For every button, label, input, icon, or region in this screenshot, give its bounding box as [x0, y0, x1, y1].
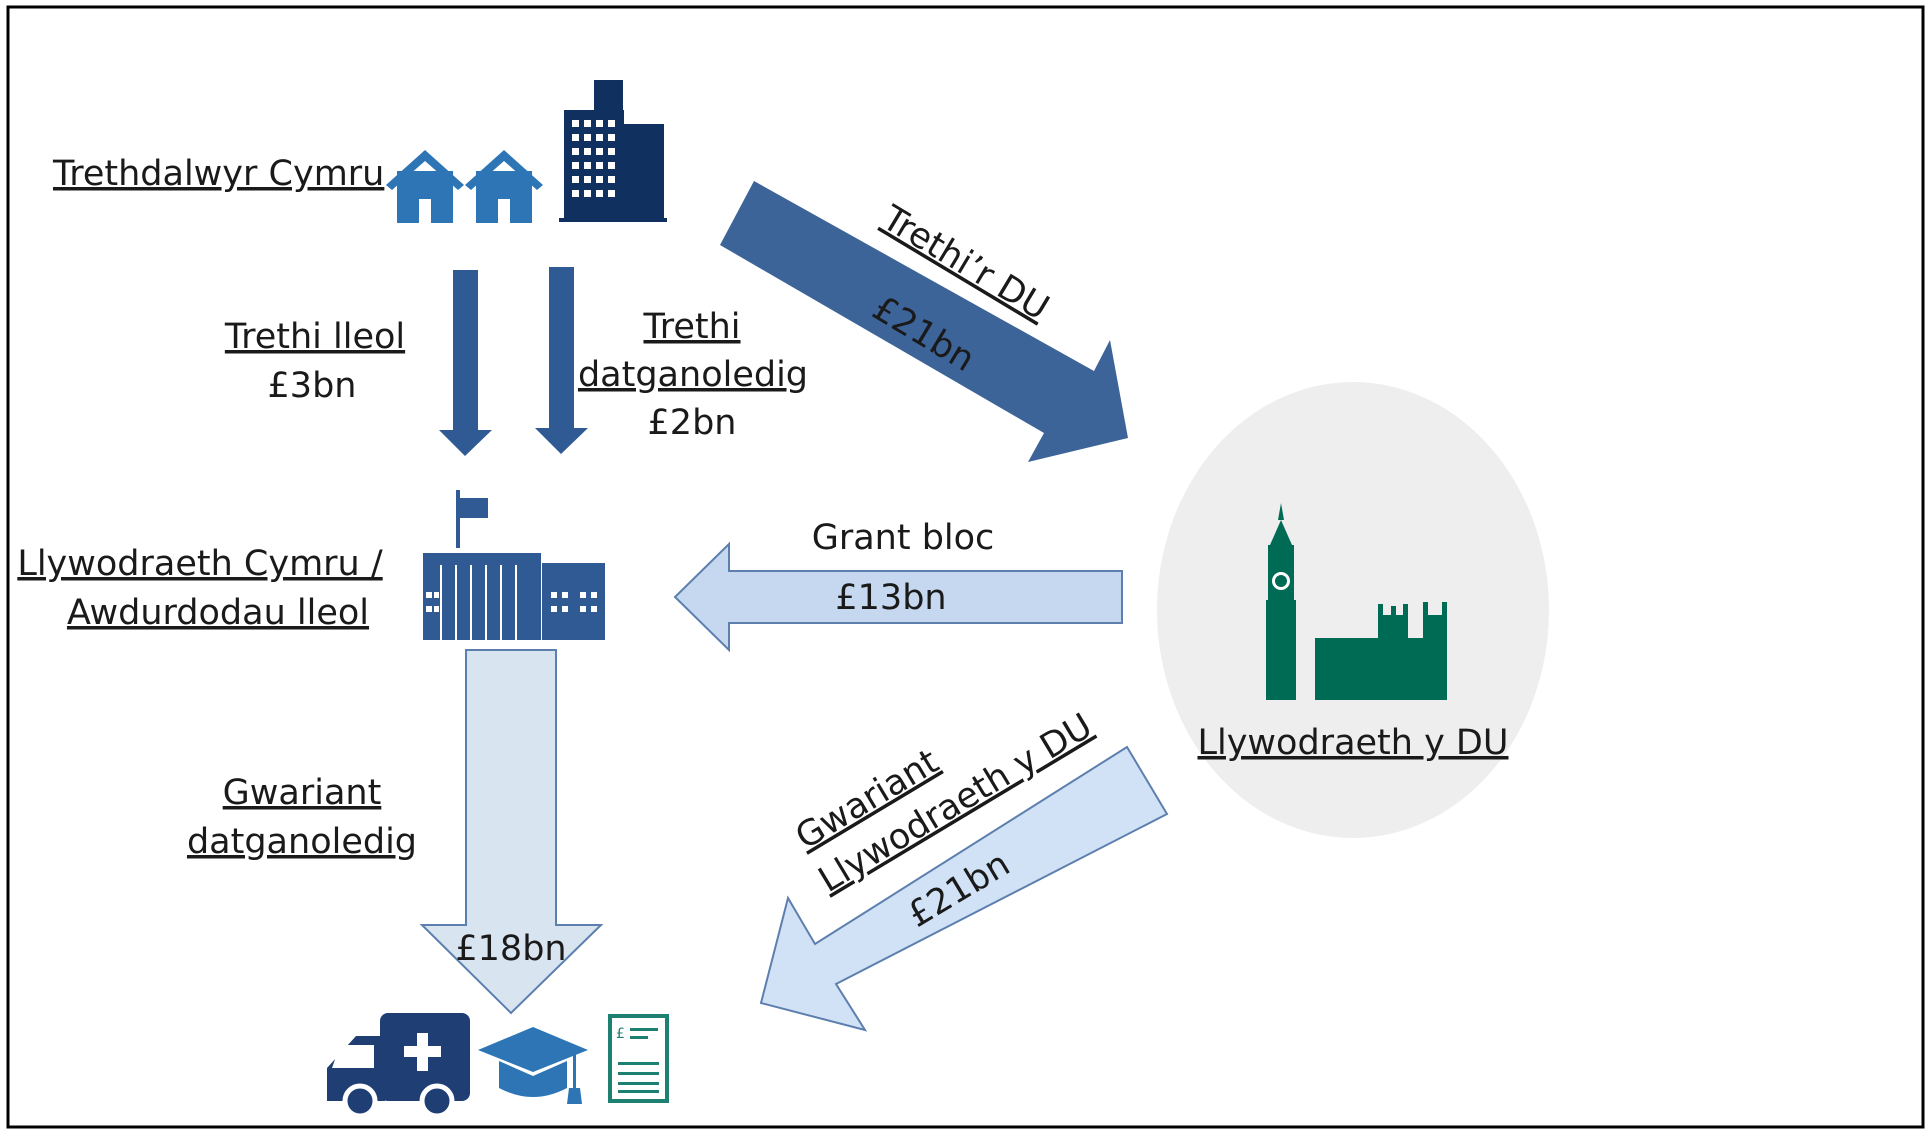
document-pound-icon: £	[608, 1014, 669, 1103]
parliament-icon	[1266, 503, 1447, 700]
devolved-taxes-arrow	[535, 267, 588, 454]
uk-spending-arrow	[759, 745, 1169, 1032]
devolved-taxes-amount: £2bn	[648, 403, 737, 443]
devolved-spending-label-2: datganoledig	[187, 822, 417, 862]
devolved-taxes-label: Trethi	[642, 307, 740, 347]
devolved-taxes-label-2: datganoledig	[578, 355, 808, 395]
devolved-spending-label: Gwariant	[223, 773, 382, 813]
house-icon	[386, 150, 464, 223]
local-taxes-amount: £3bn	[268, 366, 357, 406]
svg-text:£: £	[616, 1026, 625, 1042]
local-taxes-label: Trethi lleol	[224, 317, 405, 357]
government-building-icon	[423, 490, 605, 640]
devolved-spending-amount: £18bn	[455, 929, 566, 969]
ambulance-icon	[327, 1013, 470, 1119]
block-grant-amount: £13bn	[835, 578, 946, 618]
block-grant-label: Grant bloc	[812, 518, 995, 558]
uk-taxes-arrow	[720, 181, 1128, 462]
graduation-cap-icon	[478, 1027, 588, 1104]
uk-gov-label: Llywodraeth y DU	[1197, 723, 1508, 763]
welsh-gov-label: Llywodraeth Cymru /	[17, 544, 383, 584]
slide-frame	[6, 5, 1925, 1129]
house-icon	[465, 150, 543, 223]
block-grant-arrow	[673, 541, 1123, 653]
devolved-spending-arrow	[419, 649, 604, 1015]
office-building-icon	[559, 80, 667, 222]
local-taxes-arrow	[439, 270, 492, 456]
uk-gov-circle	[1157, 382, 1549, 838]
welsh-gov-label-2: Awdurdodau lleol	[67, 593, 369, 633]
taxpayers-label: Trethdalwyr Cymru	[52, 154, 384, 194]
